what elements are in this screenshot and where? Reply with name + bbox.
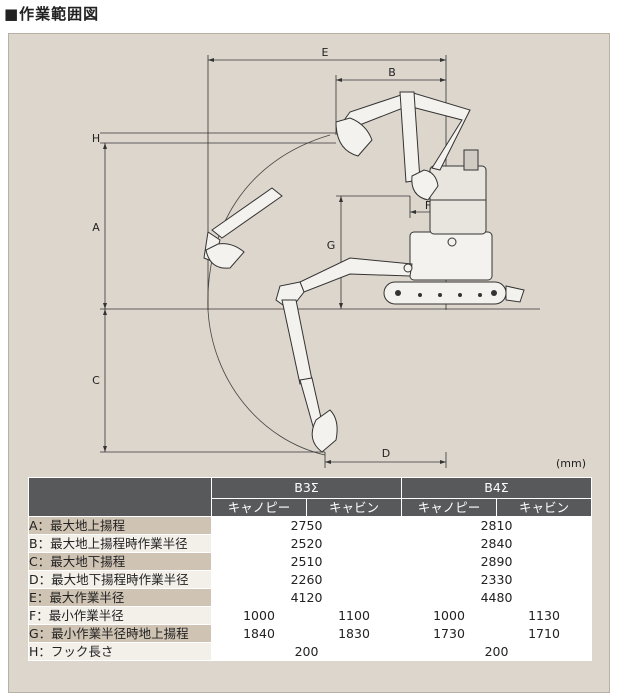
row-value: 2890 [401,552,592,571]
row-value: 2260 [211,570,402,589]
boom-mid [211,187,283,239]
label-F: F [425,199,431,212]
row-value: 200 [401,642,592,661]
subheader-canopy: キャノピー [211,498,307,517]
table-row: H：フック長さ 200 200 [28,642,592,661]
arm-deep [281,299,313,385]
row-value: 1840 [211,624,307,643]
bucket-mid [205,243,245,269]
row-label: C：最大地下揚程 [28,552,212,571]
page-title: ■作業範囲図 [4,5,100,23]
row-label: A：最大地上揚程 [28,516,212,535]
table-row: F：最小作業半径 1000 1100 1000 1130 [28,606,592,625]
row-value: 1710 [496,624,592,643]
bucket-high [335,117,373,157]
excavator-machine [203,91,525,453]
row-value: 1730 [401,624,497,643]
row-value: 2810 [401,516,592,535]
bucket-deep [311,409,338,453]
crawler-track [383,281,507,305]
label-D: D [382,447,390,460]
subheader-cabin: キャビン [306,498,402,517]
row-label: H：フック長さ [28,642,212,661]
dozer-blade [505,285,525,303]
row-label: G：最小作業半径時地上揚程 [28,624,212,643]
label-B: B [388,66,396,79]
row-value: 2750 [211,516,402,535]
spec-table: B3Σ B4Σ キャノピー キャビン キャノピー キャビン A：最大地上揚程 2… [28,477,592,661]
row-value: 1830 [306,624,402,643]
row-value: 2840 [401,534,592,553]
row-value: 2520 [211,534,402,553]
bucket-tucked [411,169,439,201]
table-corner [28,477,212,517]
table-row: A：最大地上揚程 2750 2810 [28,516,592,535]
label-G: G [327,239,336,252]
model-header-b4: B4Σ [401,477,592,499]
row-label: E：最大作業半径 [28,588,212,607]
subheader-cabin: キャビン [496,498,592,517]
row-value: 200 [211,642,402,661]
table-row: E：最大作業半径 4120 4480 [28,588,592,607]
row-value: 2330 [401,570,592,589]
row-value: 1130 [496,606,592,625]
label-E: E [322,46,329,59]
table-row: D：最大地下揚程時作業半径 2260 2330 [28,570,592,589]
label-A: A [92,221,100,234]
model-header-b3: B3Σ [211,477,402,499]
table-row: G：最小作業半径時地上揚程 1840 1830 1730 1710 [28,624,592,643]
table-row: C：最大地下揚程 2510 2890 [28,552,592,571]
label-H: H [92,132,100,145]
unit-label: (mm) [556,457,587,470]
label-C: C [92,374,100,387]
row-value: 4120 [211,588,402,607]
row-value: 1000 [211,606,307,625]
row-label: B：最大地上揚程時作業半径 [28,534,212,553]
row-value: 4480 [401,588,592,607]
row-label: F：最小作業半径 [28,606,212,625]
row-label: D：最大地下揚程時作業半径 [28,570,212,589]
row-value: 1100 [306,606,402,625]
row-value: 1000 [401,606,497,625]
subheader-canopy: キャノピー [401,498,497,517]
table-row: B：最大地上揚程時作業半径 2520 2840 [28,534,592,553]
row-value: 2510 [211,552,402,571]
